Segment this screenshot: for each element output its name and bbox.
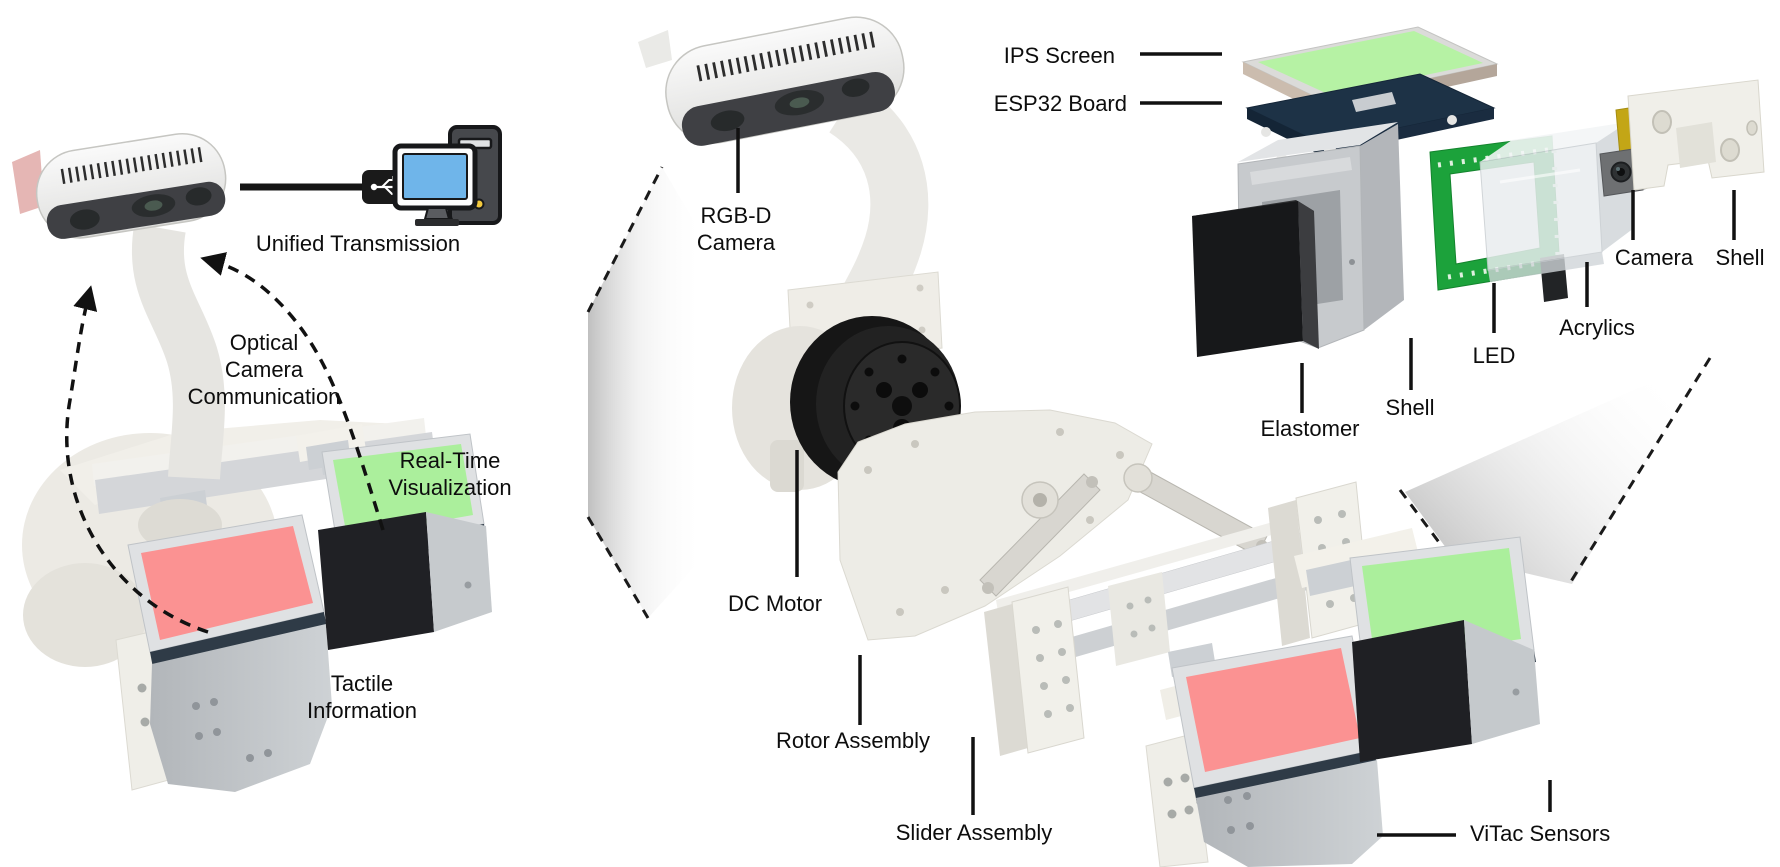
vitac-sensor-red-render (1145, 635, 1383, 867)
tactile-sensor-red-left (115, 514, 332, 792)
label-shell-outer: Shell (1715, 245, 1765, 270)
shell-outer-render (1627, 79, 1765, 191)
magnifier-wedge-left (586, 166, 705, 619)
slider-assembly-render (984, 481, 1371, 756)
label-vitac-sensors: ViTac Sensors (1470, 821, 1611, 846)
magnifier-wedge-right (1398, 356, 1712, 584)
label-real-time-visualization: Real-Time Visualization (388, 448, 512, 500)
label-optical-camera-communication: Optical Camera Communication (187, 330, 341, 409)
vitac-sensor-green-render (1294, 528, 1540, 762)
leader-lines (736, 52, 1736, 837)
label-elastomer: Elastomer (1260, 416, 1360, 441)
label-rotor-assembly: Rotor Assembly (775, 728, 931, 753)
label-esp32-board: ESP32 Board (993, 91, 1127, 116)
desktop-computer-icon (392, 125, 502, 226)
left-gripper-render (12, 125, 502, 792)
label-unified-transmission: Unified Transmission (255, 231, 461, 256)
monitor-screen (402, 153, 468, 200)
rotor-assembly-render (837, 409, 1268, 641)
optical-communication-arrow-left (65, 285, 209, 634)
elastomer-render (1192, 200, 1319, 357)
label-ips-screen: IPS Screen (1003, 43, 1115, 68)
label-shell-inner: Shell (1385, 395, 1435, 420)
middle-gripper-render (638, 16, 1371, 756)
label-rgbd-camera: RGB-D Camera (696, 203, 776, 255)
tactile-pad-green (333, 444, 473, 537)
label-slider-assembly: Slider Assembly (895, 820, 1053, 845)
camera-arm (131, 223, 225, 480)
tactile-pad-red (141, 526, 313, 640)
label-tactile-information: Tactile Information (306, 671, 418, 723)
label-led: LED (1472, 343, 1516, 368)
exploded-vitac-sensor (1192, 26, 1765, 357)
label-camera: Camera (1614, 245, 1694, 270)
tactile-pad-red (1186, 648, 1360, 772)
label-dc-motor: DC Motor (727, 591, 823, 616)
tactile-sensor-green-left (296, 424, 492, 650)
camera-vents (60, 146, 204, 184)
rgbd-camera-render-left (35, 132, 227, 239)
label-acrylics: Acrylics (1559, 315, 1635, 340)
camera-mount-tab (12, 150, 44, 214)
optical-communication-arrow-right (200, 252, 385, 531)
rgbd-camera-render-mid (665, 16, 905, 146)
